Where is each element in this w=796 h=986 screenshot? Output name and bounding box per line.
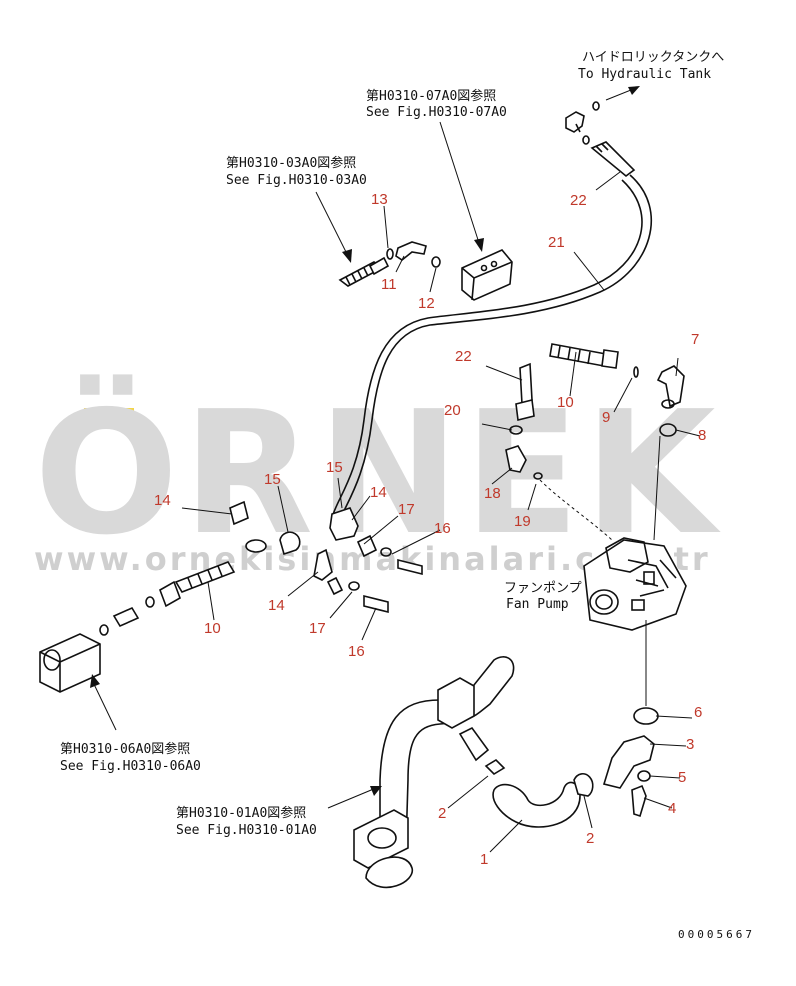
oring-left-2 xyxy=(99,624,109,636)
callout-17-low: 17 xyxy=(309,620,326,637)
watermark-umlaut-right xyxy=(112,408,134,420)
washer-17-top xyxy=(380,547,392,557)
callouts: 22 21 13 11 12 22 10 7 20 9 8 15 15 14 1… xyxy=(154,191,706,868)
callout-16-top: 16 xyxy=(434,520,451,537)
callout-14-low: 14 xyxy=(268,597,285,614)
ref-01a0-jp: 第H0310-01A0図参照 xyxy=(176,805,306,821)
ref-03a0-jp: 第H0310-03A0図参照 xyxy=(226,155,356,171)
watermark-brand: ÖRNEK xyxy=(34,374,721,573)
ref-06a0: 第H0310-06A0図参照 See Fig.H0310-06A0 xyxy=(39,633,201,774)
tank-label-en: To Hydraulic Tank xyxy=(578,67,711,82)
oring-9 xyxy=(633,366,639,378)
callout-11: 11 xyxy=(381,276,397,293)
pump-leader-dashed xyxy=(539,479,613,541)
clamp-2-left xyxy=(484,758,506,776)
callout-14-right: 14 xyxy=(370,484,387,501)
clamp-14-top xyxy=(229,500,249,526)
callout-13: 13 xyxy=(371,191,388,208)
hose-21-inner xyxy=(331,179,643,519)
callout-17-top: 17 xyxy=(398,501,415,518)
callout-3: 3 xyxy=(686,736,694,753)
leader-lines xyxy=(181,171,701,853)
callout-15-right: 15 xyxy=(326,459,343,476)
oring-6 xyxy=(633,707,659,725)
clamp-14-mid xyxy=(313,548,333,581)
watermark-umlaut-left xyxy=(84,408,106,420)
clamp-15-left xyxy=(279,531,301,556)
tank-elbow xyxy=(565,101,600,145)
callout-5: 5 xyxy=(678,769,686,786)
fitting-22-mid xyxy=(515,362,535,421)
callout-14-top: 14 xyxy=(154,492,171,509)
bolt-4 xyxy=(631,784,647,818)
adapter-left xyxy=(112,606,140,628)
ref-07a0-en: See Fig.H0310-07A0 xyxy=(366,105,507,120)
ref-03a0: 第H0310-03A0図参照 See Fig.H0310-03A0 xyxy=(226,155,427,287)
washer-17-low xyxy=(348,581,360,591)
fan-pump: ファンポンプ Fan Pump xyxy=(504,537,687,631)
callout-16-low: 16 xyxy=(348,643,365,660)
callout-7: 7 xyxy=(691,331,699,348)
elbow-18 xyxy=(505,445,543,480)
callout-12: 12 xyxy=(418,295,435,312)
callout-10-left: 10 xyxy=(204,620,221,637)
washer-5 xyxy=(637,770,651,782)
ref-01a0-en: See Fig.H0310-01A0 xyxy=(176,823,317,838)
callout-20: 20 xyxy=(444,402,461,419)
bracket-14 xyxy=(356,534,378,558)
tank-arrowhead xyxy=(628,86,640,95)
drawing-id: 00005667 xyxy=(678,928,755,941)
callout-8: 8 xyxy=(698,427,706,444)
hose-21 xyxy=(339,174,653,521)
bolt-16-top xyxy=(397,558,423,576)
callout-18: 18 xyxy=(484,485,501,502)
ref-06a0-en: See Fig.H0310-06A0 xyxy=(60,759,201,774)
callout-2-right: 2 xyxy=(586,830,594,847)
clamp-15-right xyxy=(329,507,359,541)
callout-9: 9 xyxy=(602,409,610,426)
hose-22-top xyxy=(590,141,636,178)
suction-pipe: 第H0310-01A0図参照 See Fig.H0310-01A0 xyxy=(176,656,515,889)
tank-label-jp: ハイドロリックタンクへ xyxy=(582,50,724,65)
callout-15-left: 15 xyxy=(264,471,281,488)
oring-left-1 xyxy=(145,596,155,608)
hose-10-right xyxy=(549,343,619,369)
watermark: ÖRNEK www.ornekisinmakinalari.com.tr xyxy=(34,374,721,578)
hose-1 xyxy=(492,781,581,828)
clamp-2-right xyxy=(573,773,594,797)
callout-2-left: 2 xyxy=(438,805,446,822)
callout-19: 19 xyxy=(514,513,531,530)
ref-03a0-en: See Fig.H0310-03A0 xyxy=(226,173,367,188)
callout-1: 1 xyxy=(480,851,488,868)
callout-6: 6 xyxy=(694,704,702,721)
pump-label-en: Fan Pump xyxy=(506,597,569,612)
hose-10-left xyxy=(159,561,236,608)
callout-4: 4 xyxy=(668,800,676,817)
tank-reference: ハイドロリックタンクへ To Hydraulic Tank xyxy=(578,50,724,101)
ref-07a0: 第H0310-07A0図参照 See Fig.H0310-07A0 xyxy=(366,88,513,301)
callout-10-right: 10 xyxy=(557,394,574,411)
ref-07a0-jp: 第H0310-07A0図参照 xyxy=(366,88,496,104)
ref-06a0-jp: 第H0310-06A0図参照 xyxy=(60,741,190,757)
oring-clamp xyxy=(245,539,267,553)
bolt-16-low xyxy=(363,594,389,614)
callout-22-mid: 22 xyxy=(455,348,472,365)
callout-22-top: 22 xyxy=(570,192,587,209)
clamp-14-low xyxy=(326,576,344,596)
elbow-7 xyxy=(656,365,685,409)
callout-21: 21 xyxy=(548,234,565,251)
pump-label-jp: ファンポンプ xyxy=(504,581,582,596)
